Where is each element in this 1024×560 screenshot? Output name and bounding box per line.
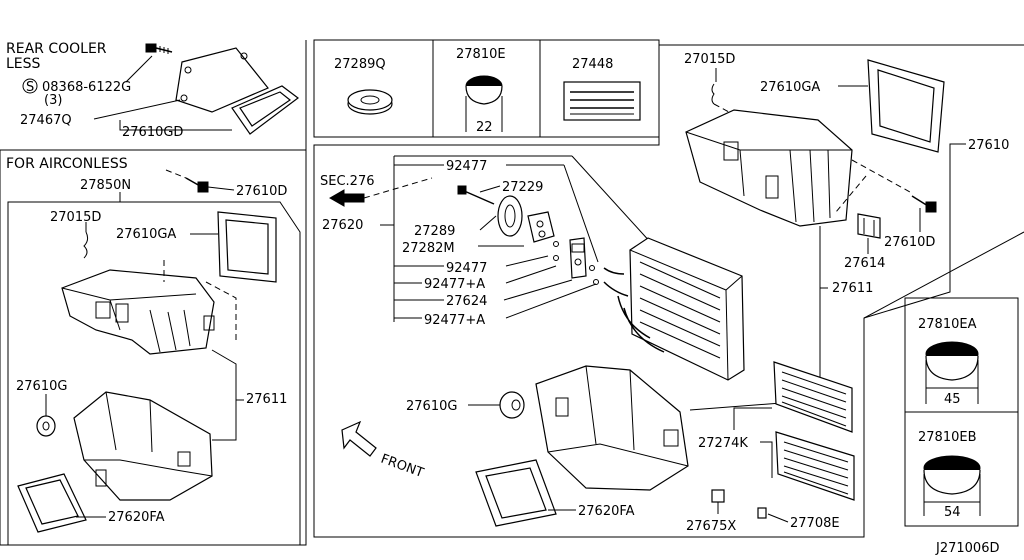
grommet-part-label: 27289Q <box>334 57 386 72</box>
upper-seal-label: 27610GA <box>760 80 820 95</box>
expansion-valve-icon <box>569 237 587 279</box>
main-plug-label: 27610G <box>406 399 457 414</box>
frame-lines <box>0 39 1024 546</box>
airconless-box <box>0 149 307 546</box>
main-lower-seal-label: 27620FA <box>578 504 635 519</box>
rear-cooler-title-2: LESS <box>6 56 41 72</box>
case-part-label: 27611 <box>832 281 873 296</box>
seal-block-icon <box>527 211 555 243</box>
callout-6: 92477+A <box>424 277 485 292</box>
front-arrow-icon <box>341 420 377 457</box>
airconless-section: FOR AIRCONLESS 27850N 27610D 27015D 2761… <box>6 156 287 533</box>
plug-b-size-label: 54 <box>944 505 961 520</box>
filter-part-label: 27274K <box>698 436 748 451</box>
plug-a-size-label: 45 <box>944 392 961 407</box>
assembly-part-label: 27610 <box>968 138 1009 153</box>
screw-part-label: 08368-6122G <box>42 80 131 95</box>
upper-screw-label: 27610D <box>884 235 935 250</box>
screw-symbol-circle <box>22 78 38 94</box>
clip-icon <box>83 231 89 259</box>
sec-ref-arrow-icon <box>328 189 365 207</box>
lower-case-icon <box>535 365 689 491</box>
lower-case-icon <box>73 391 213 501</box>
callout-7: 27624 <box>446 294 487 309</box>
label-part-label: 27448 <box>572 57 613 72</box>
plugs-section: 27810EA 45 27810EB 54 <box>918 317 981 520</box>
gasket-icon <box>497 195 523 237</box>
upper-case-icon <box>61 269 215 355</box>
o-ring-icon <box>593 279 599 285</box>
clip-icon <box>711 83 715 105</box>
callout-1: 92477 <box>446 159 487 174</box>
clip-b-label: 27708E <box>790 516 840 531</box>
airconless-title: FOR AIRCONLESS <box>6 156 128 172</box>
lower-seal-icon <box>475 459 557 527</box>
clip-icon <box>711 489 725 503</box>
seal-frame-icon <box>867 59 945 153</box>
clip-icon <box>757 507 767 519</box>
cover-part-label: 27467Q <box>20 113 72 128</box>
lower-seal-icon <box>17 473 87 533</box>
plug-icon <box>465 75 503 105</box>
grommet-icon <box>347 89 393 115</box>
diagram-id-label: J271006D <box>935 541 999 556</box>
rear-cooler-title-1: REAR COOLER <box>6 41 107 57</box>
seal-icon <box>231 85 299 135</box>
plug-size-label: 22 <box>476 120 493 135</box>
screw-icon <box>185 177 209 193</box>
airconless-screw-label: 27610D <box>236 184 287 199</box>
rear-cooler-less-section: REAR COOLER LESS S 08368-6122G (3) 27467… <box>6 41 299 140</box>
airconless-assembly-label: 27850N <box>80 178 131 193</box>
screw-icon <box>145 43 173 54</box>
bracket-icon <box>857 213 881 239</box>
callout-8: 92477+A <box>424 313 485 328</box>
airconless-clip-label: 27015D <box>50 210 101 225</box>
top-parts-section: 27289Q 27810E 22 27448 <box>334 47 641 135</box>
front-label: FRONT <box>379 452 426 481</box>
airconless-case-label: 27611 <box>246 392 287 407</box>
airconless-lower-seal-label: 27620FA <box>108 510 165 525</box>
screw-symbol: S <box>26 80 34 95</box>
plug-a-part-label: 27810EA <box>918 317 977 332</box>
filter-icon <box>773 361 853 433</box>
screw-icon <box>911 195 937 213</box>
sec-ref-label: SEC.276 <box>320 174 375 189</box>
callout-5: 92477 <box>446 261 487 276</box>
clip-a-label: 27675X <box>686 519 736 534</box>
plug-part-label: 27810E <box>456 47 506 62</box>
airconless-plug-label: 27610G <box>16 379 67 394</box>
plug-icon <box>923 455 981 495</box>
bolt-icon <box>457 185 495 205</box>
cover-plate-icon <box>175 47 269 113</box>
main-section: SEC.276 27620 92477 27229 27289 27282M 9… <box>320 52 1009 534</box>
callout-3: 27289 <box>414 224 455 239</box>
plug-b-part-label: 27810EB <box>918 430 977 445</box>
seal-part-label: 27610GD <box>122 125 183 140</box>
upper-case-icon <box>685 109 853 227</box>
seal-frame-icon <box>217 211 277 283</box>
callout-2: 27229 <box>502 180 543 195</box>
evaporator-core-icon <box>603 237 745 381</box>
o-ring-icon <box>553 241 559 247</box>
upper-clip-label: 27015D <box>684 52 735 67</box>
o-ring-icon <box>553 255 559 261</box>
plug-icon <box>499 391 525 419</box>
screw-qty-label: (3) <box>44 93 62 108</box>
bracket-part-label: 27614 <box>844 256 885 271</box>
o-ring-icon <box>589 265 595 271</box>
callout-4: 27282M <box>402 241 455 256</box>
unit-part-label: 27620 <box>322 218 363 233</box>
airconless-seal-label: 27610GA <box>116 227 176 242</box>
plug-icon <box>36 415 56 437</box>
label-plate-icon <box>563 81 641 121</box>
plug-icon <box>925 341 979 381</box>
filter-icon <box>775 431 855 501</box>
